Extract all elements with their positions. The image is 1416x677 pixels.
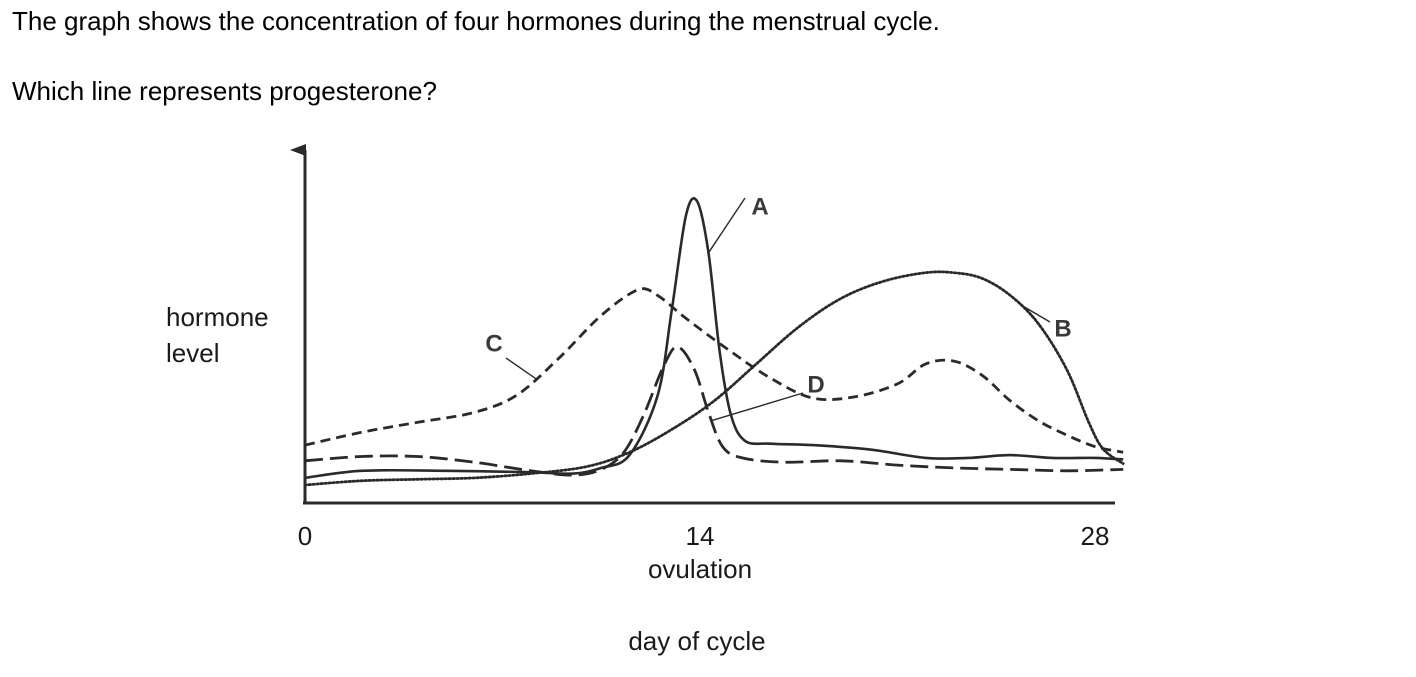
x-axis-label: day of cycle: [628, 626, 765, 656]
leader-line-c: [505, 357, 538, 380]
question-prompt: Which line represents progesterone?: [12, 76, 437, 106]
series-line-c: [304, 287, 1124, 454]
series-line-d: [304, 345, 1124, 477]
series-line-b: [303, 270, 1125, 487]
leader-line-a: [707, 197, 746, 254]
x-tick-label-0: 0: [298, 521, 312, 551]
question-intro: The graph shows the concentration of fou…: [12, 6, 940, 36]
tick-layer: 0 14 28: [298, 521, 1110, 551]
leader-layer: A B C D: [485, 193, 1072, 422]
line-label-b: B: [1054, 315, 1071, 342]
series-layer: [303, 197, 1125, 487]
x-tick-label-14: 14: [686, 521, 715, 551]
leader-line-b: [1021, 304, 1051, 323]
x-tick-label-28: 28: [1081, 521, 1110, 551]
leader-line-d: [711, 392, 804, 422]
line-label-c: C: [485, 330, 502, 357]
line-label-d: D: [807, 371, 824, 398]
y-axis-label-line-2: level: [166, 338, 219, 368]
ovulation-annotation: ovulation: [648, 554, 752, 584]
y-axis-label-line-1: hormone: [166, 302, 269, 332]
line-label-a: A: [751, 193, 768, 220]
